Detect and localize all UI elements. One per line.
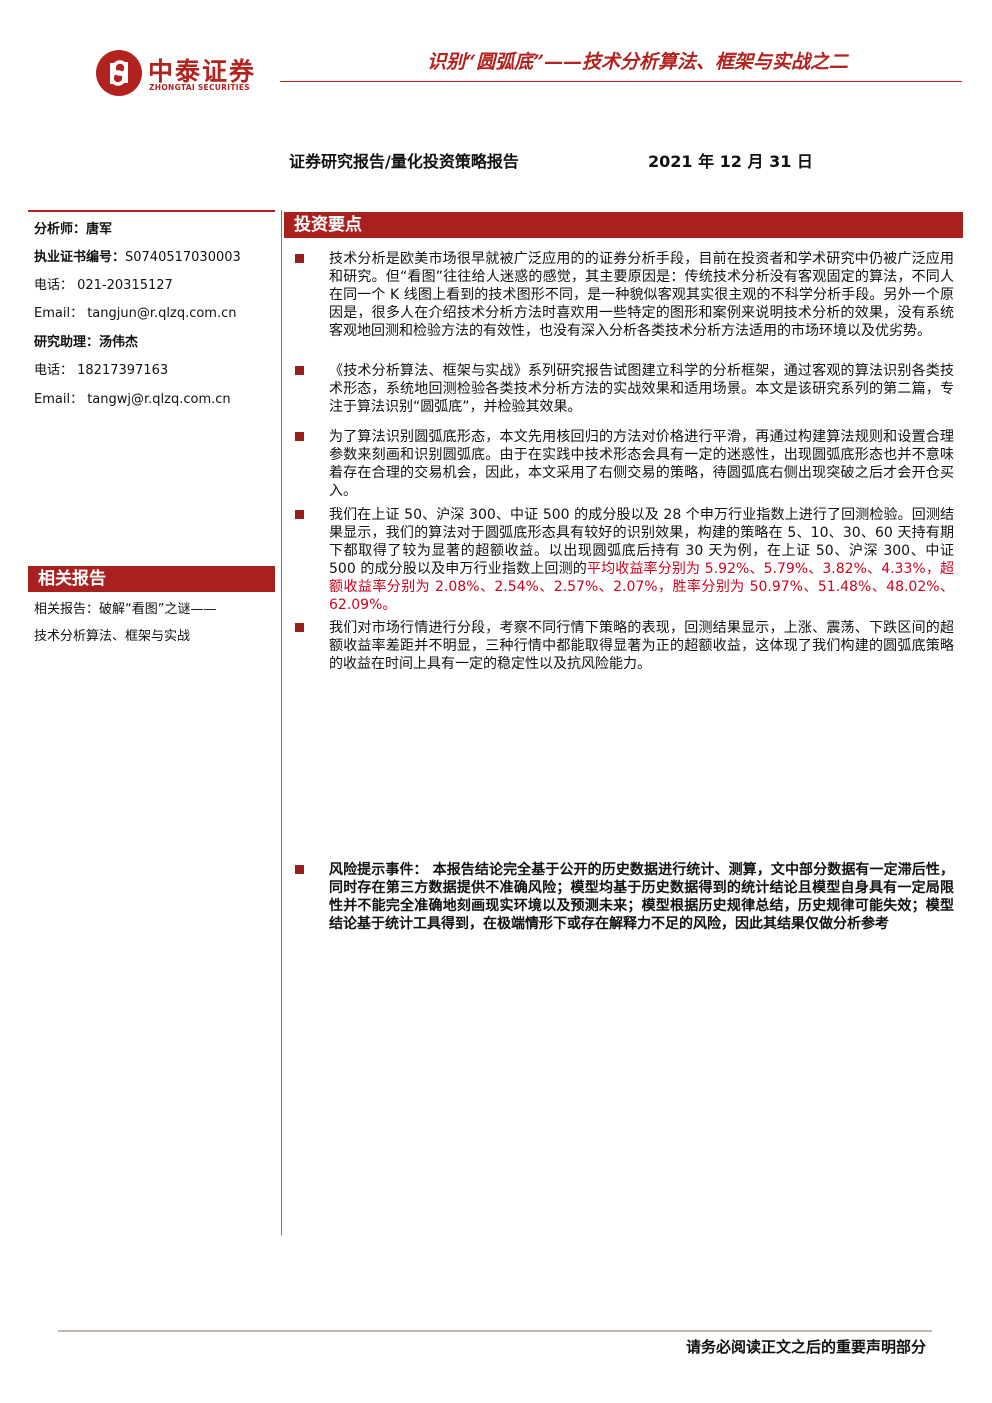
paragraph-4-text: 我们在上证 50、沪深 300、中证 500 的成分股以及 28 个申万行业指数… <box>329 507 954 577</box>
assistant-line: 研究助理：汤伟杰 <box>34 331 138 350</box>
investment-highlights-heading: 投资要点 <box>284 212 963 238</box>
backtest-results-highlight: 平均收益率分别为 5.92%、5.79%、3.82%、4.33%，超额收益率分别… <box>329 561 954 613</box>
assistant-email[interactable]: Email： tangwj@r.qlzq.com.cn <box>34 392 231 407</box>
report-type: 证券研究报告/量化投资策略报告 <box>289 152 519 171</box>
analyst-label: 分析师： <box>34 222 87 237</box>
sidebar-top-rule <box>28 210 275 212</box>
highlight-paragraph-1: 技术分析是欧美市场很早就被广泛应用的的证券分析手段，目前在投资者和学术研究中仍被… <box>329 251 954 339</box>
analyst-line: 分析师：唐军 <box>34 218 112 237</box>
highlight-paragraph-4: 我们在上证 50、沪深 300、中证 500 的成分股以及 28 个申万行业指数… <box>329 506 954 614</box>
license-label: 执业证书编号： <box>34 250 126 265</box>
related-report-link-line1[interactable]: 相关报告：破解“看图”之谜—— <box>34 602 217 617</box>
bullet-icon <box>295 366 304 375</box>
bullet-icon <box>295 510 304 519</box>
footer-rule <box>58 1330 932 1332</box>
license-number: S0740517030003 <box>125 250 241 265</box>
footer-disclaimer-note: 请务必阅读正文之后的重要声明部分 <box>685 1338 926 1356</box>
company-logo-icon <box>96 50 142 96</box>
highlight-paragraph-5: 我们对市场行情进行分段，考察不同行情下策略的表现，回测结果显示，上涨、震荡、下跌… <box>329 620 954 672</box>
bullet-icon <box>295 254 304 263</box>
assistant-name: 汤伟杰 <box>99 335 139 350</box>
bullet-icon <box>295 432 304 441</box>
document-title: 识别“圆弧底”——技术分析算法、框架与实战之二 <box>427 51 848 73</box>
analyst-phone: 电话： 021-20315127 <box>34 278 173 293</box>
logo-english-name: ZHONGTAI SECURITIES <box>149 83 250 92</box>
license-line: 执业证书编号：S0740517030003 <box>34 246 241 265</box>
logo-chinese-name: 中泰证券 <box>148 57 257 86</box>
highlight-paragraph-2: 《技术分析算法、框架与实战》系列研究报告试图建立科学的分析框架，通过客观的算法识… <box>329 363 954 415</box>
title-divider <box>280 81 962 82</box>
highlight-paragraph-3: 为了算法识别圆弧底形态，本文先用核回归的方法对价格进行平滑，再通过构建算法规则和… <box>329 429 954 499</box>
report-date: 2021 年 12 月 31 日 <box>648 152 813 171</box>
related-report-link-line2[interactable]: 技术分析算法、框架与实战 <box>34 629 191 644</box>
analyst-email[interactable]: Email： tangjun@r.qlzq.com.cn <box>34 306 237 321</box>
risk-warning: 风险提示事件： 本报告结论完全基于公开的历史数据进行统计、测算，文中部分数据有一… <box>329 862 954 932</box>
assistant-phone: 电话： 18217397163 <box>34 363 169 378</box>
related-reports-heading: 相关报告 <box>28 566 275 592</box>
bullet-icon <box>295 623 304 632</box>
analyst-name: 唐军 <box>86 222 113 237</box>
assistant-label: 研究助理： <box>34 335 100 350</box>
column-divider <box>281 210 282 1235</box>
bullet-icon <box>295 865 304 874</box>
